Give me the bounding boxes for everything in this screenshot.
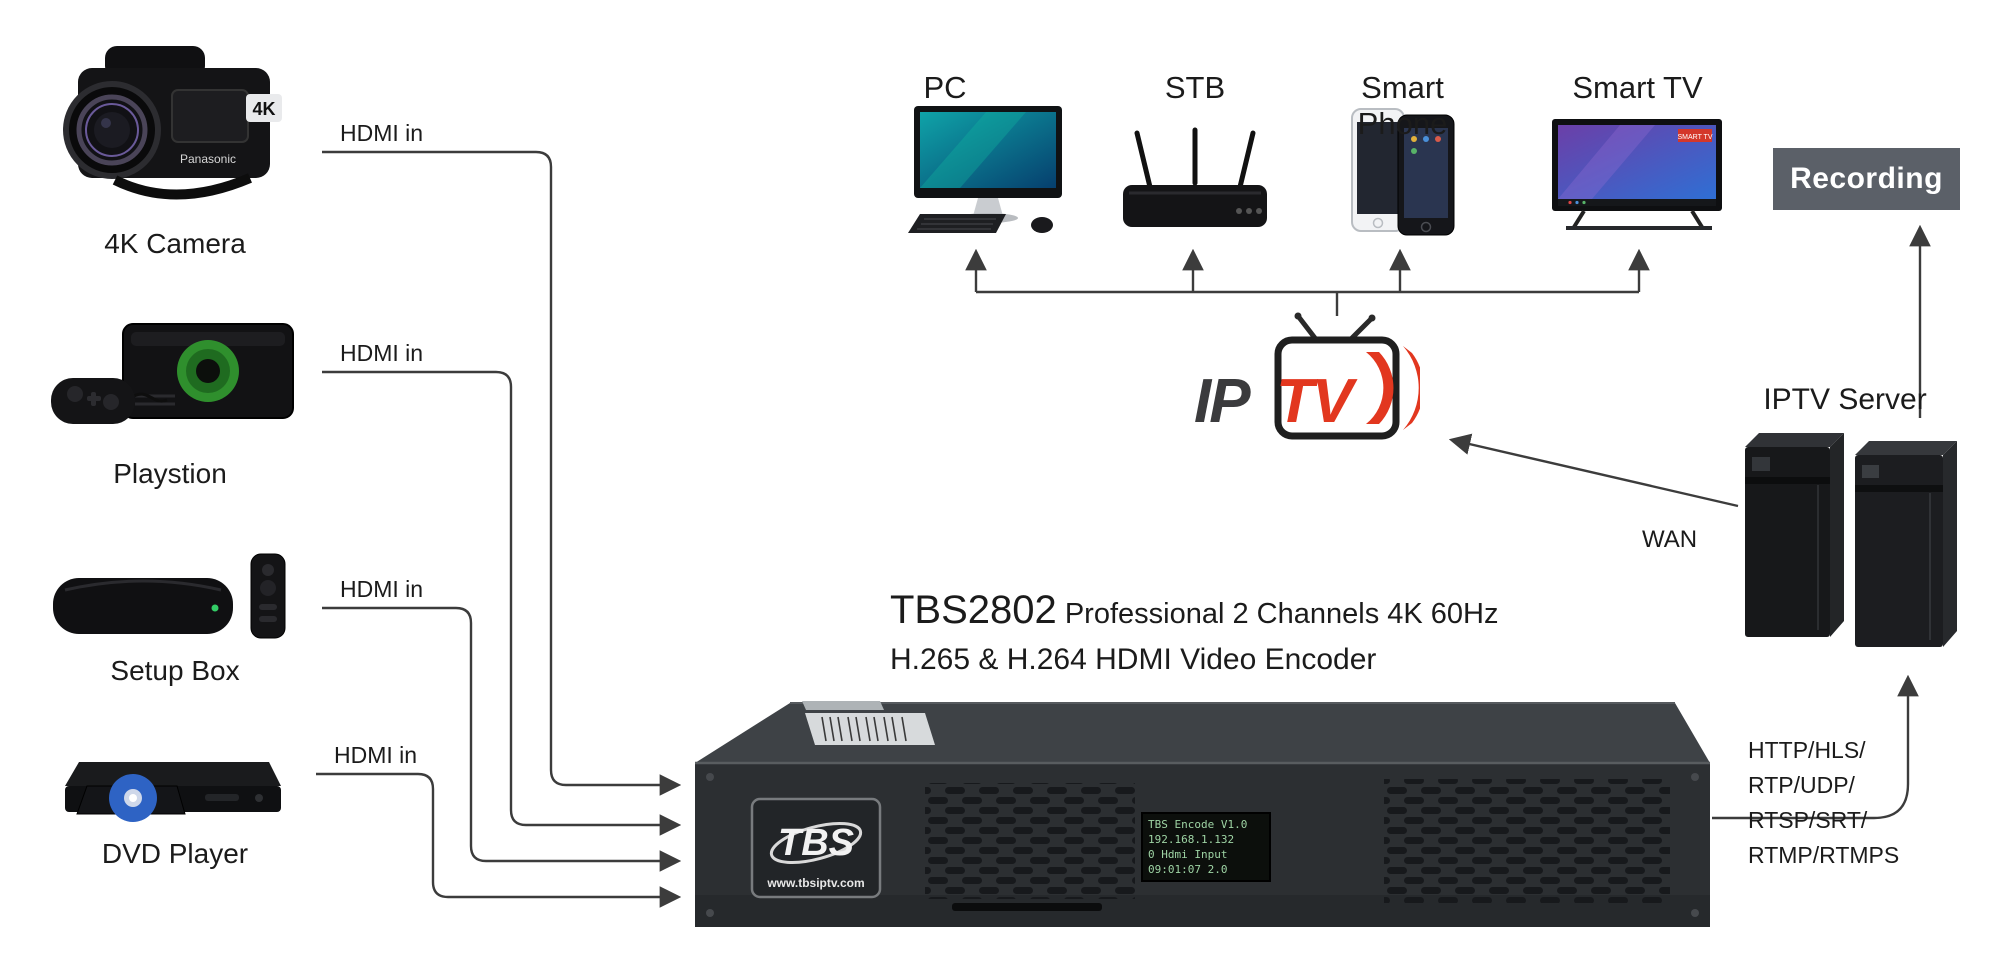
camera-4k-badge: 4K [252, 99, 275, 119]
smart-phone-icon [1351, 108, 1455, 236]
protocols-line-4: RTMP/RTMPS [1748, 842, 1900, 868]
camera-image: 4K Panasonic [63, 46, 282, 200]
tbs-logo-url: www.tbsiptv.com [766, 876, 864, 890]
iptv-server-label: IPTV Server [1763, 383, 1927, 416]
recording-badge: Recording [1773, 148, 1960, 210]
iptv-logo: IP TV [1194, 312, 1420, 440]
hdmi-in-label-playstation: HDMI in [340, 340, 424, 366]
hdmi-in-label-dvd: HDMI in [334, 742, 418, 768]
encoder-subtitle: H.265 & H.264 HDMI Video Encoder [890, 643, 1377, 676]
protocols-line-1: HTTP/HLS/ [1748, 737, 1866, 763]
wan-label: WAN [1642, 526, 1698, 553]
hdmi-in-label-setup-box: HDMI in [340, 576, 424, 602]
smart-tv-label: Smart TV [1572, 70, 1703, 105]
encoder-model: TBS2802 [890, 588, 1057, 632]
setup-box-image [53, 553, 286, 639]
tbs-logo-plate: TBS www.tbsiptv.com [750, 797, 882, 899]
hdmi-in-label-camera: HDMI in [340, 120, 424, 146]
lcd-line-1: TBS Encode V1.0 [1148, 818, 1247, 831]
dvd-player-image [65, 762, 281, 822]
smart-tv-icon: SMART TV [1552, 119, 1722, 230]
line-setupbox-to-encoder [322, 606, 682, 872]
iptv-server-icon [1745, 433, 1957, 647]
protocols-line-2: RTP/UDP/ [1748, 772, 1855, 798]
camera-label: 4K Camera [104, 228, 246, 259]
stb-icon [1123, 127, 1267, 227]
stb-label: STB [1164, 70, 1226, 105]
smart-phone-label: Smart Phone [1357, 70, 1448, 141]
pc-label: PC [923, 70, 967, 105]
playstation-label: Playstion [113, 458, 227, 489]
lcd-line-3: 0 Hdmi Input [1148, 848, 1227, 861]
setup-box-label: Setup Box [110, 655, 240, 686]
pc-icon [908, 106, 1062, 233]
line-dvd-to-encoder [316, 772, 682, 908]
iptv-logo-tv: TV [1276, 367, 1358, 436]
camera-brand: Panasonic [180, 152, 236, 166]
protocols-label: HTTP/HLS/ RTP/UDP/ RTSP/SRT/ RTMP/RTMPS [1748, 733, 1899, 873]
encoder-image: TBS www.tbsiptv.com TBS Encode V1.0 192.… [695, 701, 1710, 927]
lcd-line-2: 192.168.1.132 [1148, 833, 1234, 846]
lcd-line-4: 09:01:07 2.0 [1148, 863, 1227, 876]
line-camera-to-encoder [322, 150, 682, 796]
encoder-tagline: Professional 2 Channels 4K 60Hz [1056, 598, 1499, 630]
tbs-logo-text: TBS [778, 822, 854, 864]
arrow-server-to-iptv [1448, 433, 1739, 508]
protocols-line-3: RTSP/SRT/ [1748, 807, 1868, 833]
iptv-logo-ip: IP [1194, 367, 1251, 436]
smart-tv-badge: SMART TV [1677, 134, 1712, 141]
lcd-display: TBS Encode V1.0 192.168.1.132 0 Hdmi Inp… [1141, 812, 1271, 882]
playstation-image [51, 323, 294, 424]
dvd-player-label: DVD Player [101, 838, 249, 869]
encoder-title: TBS2802 Professional 2 Channels 4K 60Hz [890, 588, 1498, 633]
